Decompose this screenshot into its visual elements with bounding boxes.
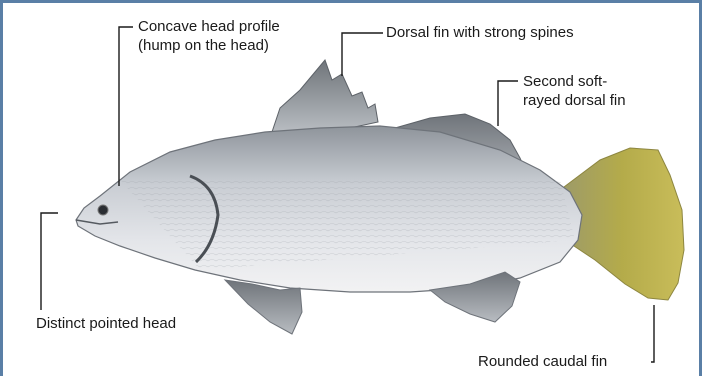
leader-caudal-fin (651, 305, 654, 362)
label-concave-head: Concave head profile (hump on the head) (138, 17, 280, 55)
label-concave-head-line2: (hump on the head) (138, 36, 280, 55)
label-dorsal-spines: Dorsal fin with strong spines (386, 23, 574, 42)
label-pointed-head: Distinct pointed head (36, 314, 176, 333)
label-second-dorsal-line2: rayed dorsal fin (523, 91, 626, 110)
label-second-dorsal-line1: Second soft- (523, 72, 626, 91)
label-caudal-fin: Rounded caudal fin (478, 352, 607, 371)
leader-dorsal-spines (342, 33, 383, 76)
leader-second-dorsal (498, 81, 518, 126)
leader-concave-head (119, 27, 133, 186)
spiny-dorsal-fin (272, 60, 378, 132)
label-second-dorsal: Second soft- rayed dorsal fin (523, 72, 626, 110)
leader-pointed-head (41, 213, 58, 310)
label-concave-head-line1: Concave head profile (138, 17, 280, 36)
fish-eye (98, 205, 108, 215)
